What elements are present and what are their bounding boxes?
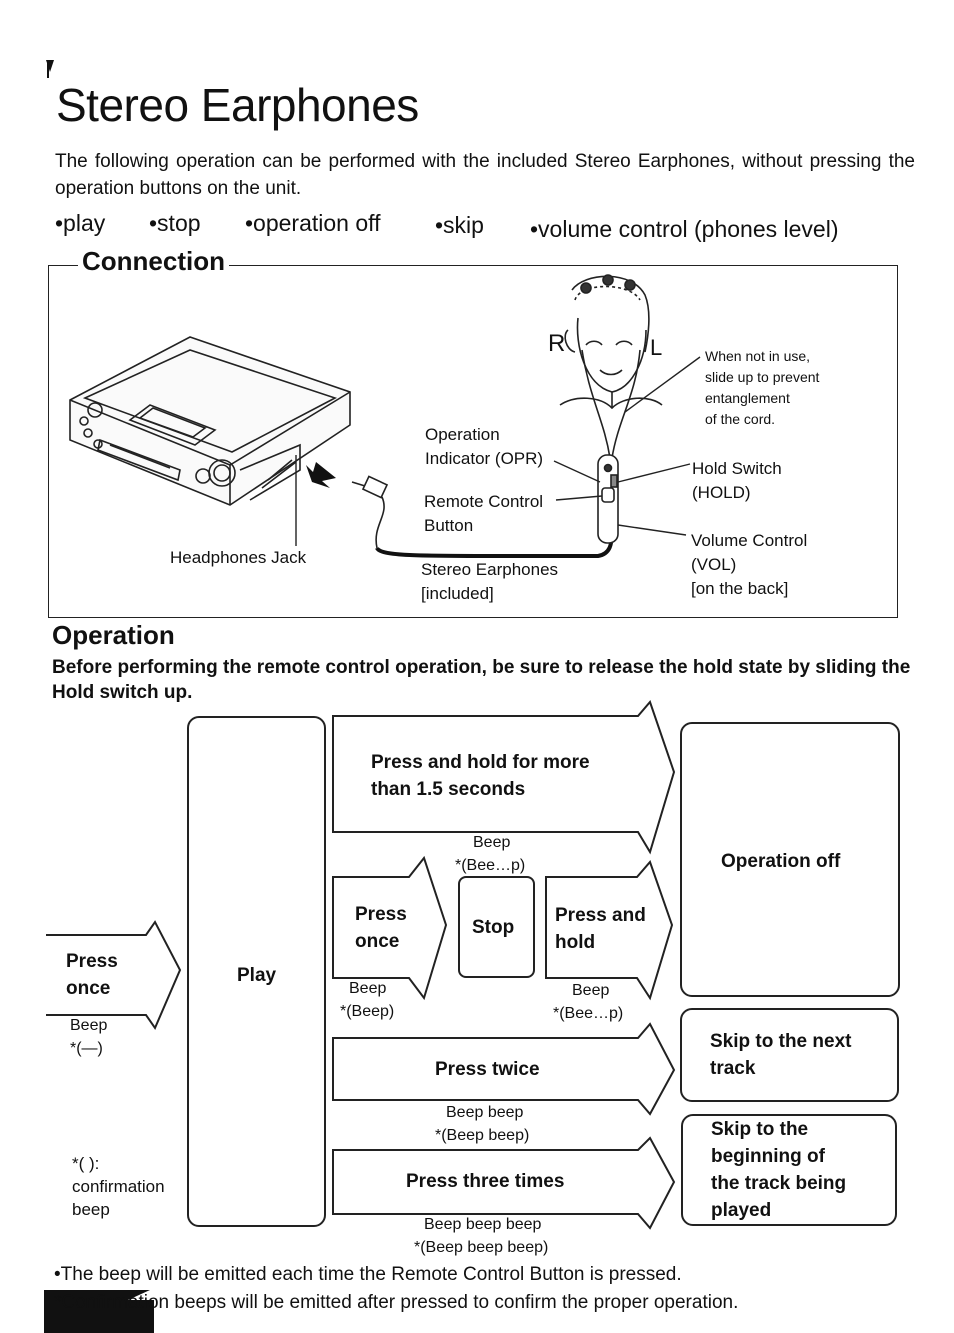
bullet-stop: •stop [149, 210, 201, 236]
operation-off-label: Operation off [721, 851, 841, 872]
cd-player-illustration [69, 336, 351, 506]
connection-heading: Connection [78, 246, 229, 277]
left-ear-label: L [650, 335, 663, 360]
headphones-jack-label: Headphones Jack [170, 548, 307, 567]
press-hold-mid-beep: Beep *(Bee…p) [553, 982, 624, 1022]
page-title: Stereo Earphones [56, 79, 419, 131]
press-hold-long-label: Press and hold for more than 1.5 seconds [371, 752, 590, 800]
head-illustration [559, 274, 663, 410]
intro-paragraph: The following operation can be performed… [55, 151, 915, 199]
operation-off-box [680, 722, 900, 997]
remote-control-unit [597, 454, 619, 544]
volume-control-label: Volume Control (VOL) [on the back] [691, 531, 808, 598]
skip-beginning-label: Skip to the beginning of the track being… [711, 1119, 847, 1221]
hold-switch-label: Hold Switch (HOLD) [692, 459, 782, 502]
remote-button-label: Remote Control Button [424, 492, 544, 535]
stop-label: Stop [472, 917, 515, 938]
skip-beginning-box [681, 1114, 897, 1226]
press-hold-mid-label: Press and hold [555, 905, 646, 953]
earphone-cord [375, 529, 614, 558]
earphones-label: Stereo Earphones [included] [421, 560, 559, 603]
press-twice-beep: Beep beep *(Beep beep) [435, 1104, 530, 1144]
press-once-mid-beep: Beep *(Beep) [340, 980, 395, 1020]
beep-left: Beep *(—) [70, 1017, 108, 1057]
skip-next-box [680, 1008, 899, 1102]
play-box [187, 716, 326, 1227]
footnote-confirmation: *Confirmation beeps will be emitted afte… [54, 1292, 739, 1313]
bullet-skip: •skip [435, 212, 484, 238]
press-three-beep: Beep beep beep *(Beep beep beep) [414, 1216, 549, 1256]
opr-label: Operation Indicator (OPR) [425, 425, 544, 468]
press-once-left: Press once [66, 951, 118, 999]
bullet-volume: •volume control (phones level) [530, 216, 839, 242]
earphone-plug [351, 475, 389, 549]
legend-confirmation-beep: *( ): confirmation beep [72, 1154, 165, 1219]
operation-warning: Before performing the remote control ope… [52, 657, 911, 703]
stop-box [458, 876, 535, 978]
footnote-beep: •The beep will be emitted each time the … [54, 1264, 682, 1285]
connection-box [48, 265, 898, 618]
bullet-play: •play [55, 210, 106, 236]
flow-arrows [46, 700, 676, 1230]
cord-note: When not in use, slide up to prevent ent… [705, 348, 820, 427]
operation-heading: Operation [52, 620, 175, 650]
skip-next-label: Skip to the next track [710, 1031, 852, 1079]
press-three-label: Press three times [406, 1171, 565, 1192]
play-label: Play [237, 965, 277, 986]
press-twice-label: Press twice [435, 1059, 540, 1080]
hold-long-beep: Beep *(Bee…p) [455, 834, 526, 874]
press-once-mid-label: Press once [355, 904, 407, 952]
right-ear-label: R [548, 330, 566, 357]
bullet-operation-off: •operation off [245, 210, 381, 236]
arrow-icon [306, 462, 336, 488]
